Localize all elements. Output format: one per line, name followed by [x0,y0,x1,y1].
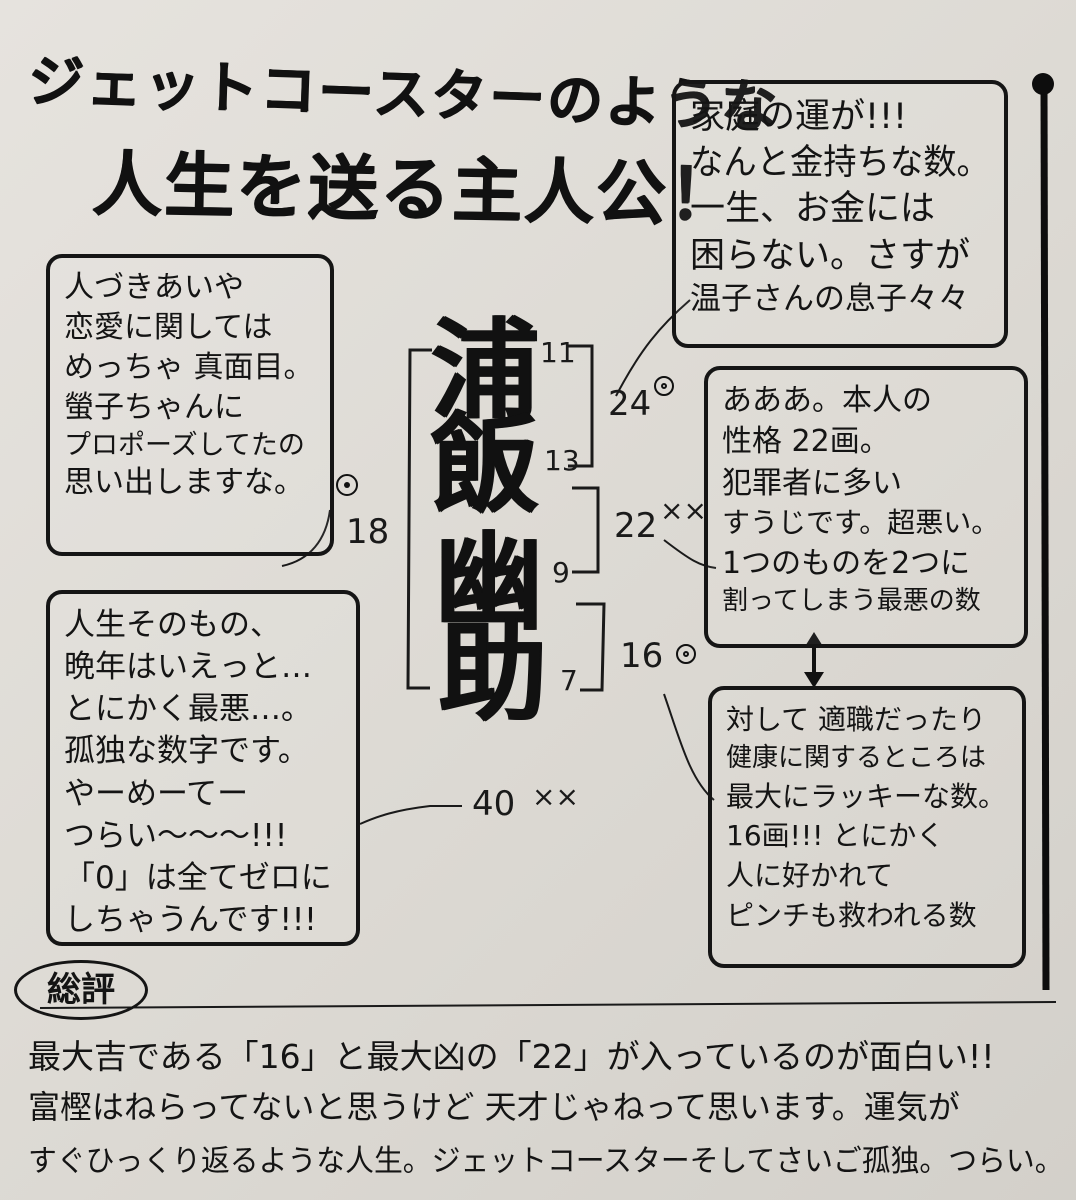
personality-note-line: 犯罪者に多い [722,465,902,501]
personality-note-line: 割ってしまう最悪の数 [722,586,981,617]
total-bracket [406,348,432,690]
personality-note-line: 性格 22画。 [722,424,890,460]
heaven-grid-value: 24 [608,384,652,424]
life-note-line: 「0」は全てゼロに [64,859,332,896]
name-char-4: 助 [438,611,547,736]
summary-label: 総評 [14,960,148,1020]
margin-rule [1040,83,1050,991]
personality-note-line: あああ。本人の [722,383,932,418]
life-note-line: とにかく最悪…。 [64,691,312,728]
family-note-line: 困らない。さすが [690,235,971,276]
life-note-line: 晩年はいえっと… [64,649,312,686]
person-bracket [572,486,600,574]
family-note-line: 温子さんの息子々々 [690,280,969,317]
work-note-line: ピンチも救われる数 [726,898,977,932]
stroke-count-3: 9 [552,556,570,589]
personality-note-box: あああ。本人の 性格 22画。 犯罪者に多い すうじです。超悪い。 1つのものを… [704,366,1028,648]
love-note-line: 恋愛に関しては [64,309,273,345]
connector-life [359,805,462,825]
life-note-line: しちゃうんです!!! [64,902,317,939]
work-health-note-box: 対して 適職だったり 健康に関するところは 最大にラッキーな数。 16画!!! … [708,686,1026,968]
love-note-line: プロポーズしてたの [64,429,305,461]
connector-family [615,299,691,397]
outer-grid-mark-icon [336,474,358,496]
summary-line-1: 最大吉である「16」と最大凶の「22」が入っているのが面白い!! [28,1037,995,1076]
earth-bracket [576,602,606,692]
earth-grid-mark-icon [676,644,696,664]
family-note-line: 一生、お金には [690,189,936,230]
personality-note-line: 1つのものを2つに [722,545,971,581]
love-note-line: 思い出しますな。 [64,465,304,501]
life-note-line: 人生そのもの、 [64,607,281,643]
stroke-count-2: 13 [544,444,580,477]
work-note-line: 人に好かれて [726,859,894,893]
love-note-box: 人づきあいや 恋愛に関しては めっちゃ 真面目。 螢子ちゃんに プロポーズしてた… [46,254,334,556]
stroke-count-4: 7 [560,664,578,697]
summary-line-2: 富樫はねらってないと思うけど 天才じゃねって思います。運気が [28,1088,960,1126]
personality-note-line: すうじです。超悪い。 [722,506,1000,540]
work-note-line: 健康に関するところは [726,742,987,773]
stroke-count-1: 11 [540,336,576,369]
life-note-line: 孤独な数字です。 [64,733,309,770]
love-note-line: めっちゃ 真面目。 [64,349,314,385]
love-note-line: 螢子ちゃんに [64,389,244,425]
connector-personality [663,539,717,569]
name-char-3: 幽 [434,521,543,646]
name-char-2: 飯 [430,403,539,528]
family-note-box: 家庭の運が!!! なんと金持ちな数。 一生、お金には 困らない。さすが 温子さん… [672,80,1008,348]
heaven-grid-mark-icon [654,376,674,396]
person-grid-mark: ×× [660,494,707,527]
earth-grid-value: 16 [620,636,664,676]
total-grid-value: 40 [472,784,516,824]
person-grid-value: 22 [614,506,658,546]
life-note-box: 人生そのもの、 晩年はいえっと… とにかく最悪…。 孤独な数字です。 やーめーて… [46,590,360,946]
connector-love [281,509,331,567]
family-note-line: 家庭の運が!!! [690,97,908,137]
summary-divider [39,1001,1057,1009]
heaven-bracket [568,344,594,468]
margin-rule-dot [1032,73,1054,95]
title-line-2: 人生を送る主人公！ [91,143,741,237]
work-note-line: 最大にラッキーな数。 [726,779,1007,813]
outer-grid-value: 18 [346,512,390,552]
summary-line-3: すぐひっくり返るような人生。ジェットコースターそしてさいご孤独。つらい。 [28,1144,1064,1179]
love-note-line: 人づきあいや [64,270,244,305]
total-grid-mark: ×× [532,780,579,813]
family-note-line: なんと金持ちな数。 [690,143,990,184]
life-note-line: つらい〜〜〜!!! [64,817,288,854]
work-note-line: 対して 適職だったり [726,703,987,736]
life-note-line: やーめーてー [64,775,249,812]
name-char-1: 浦 [430,309,539,434]
connector-work [663,693,715,801]
work-note-line: 16画!!! とにかく [726,819,945,853]
